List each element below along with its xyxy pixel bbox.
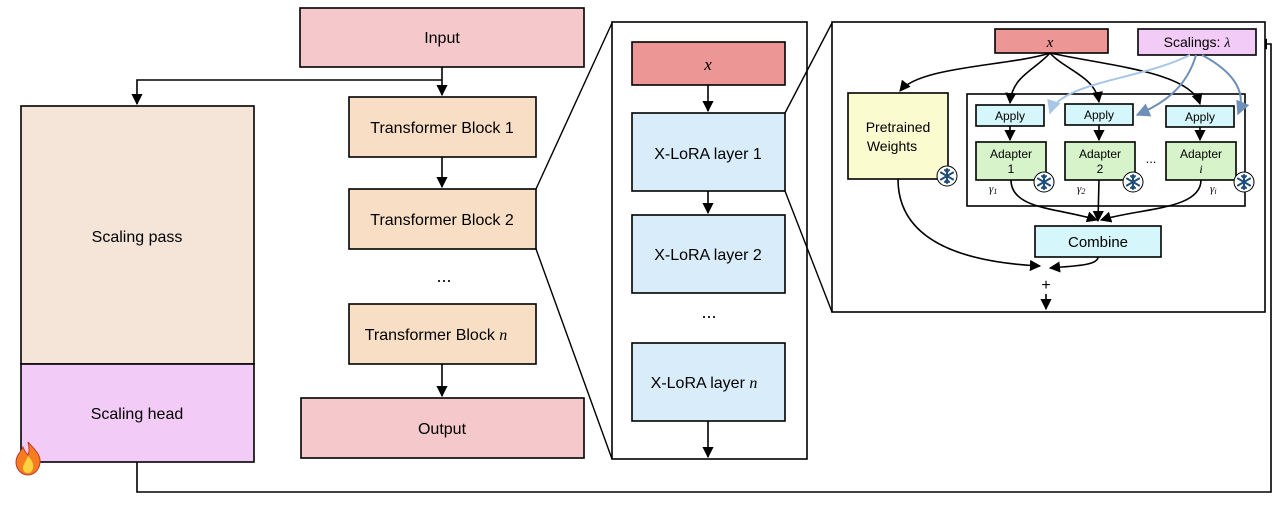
scalings-arrows bbox=[1047, 54, 1250, 117]
snowflake-icon bbox=[1233, 171, 1255, 193]
adapter-num-2: 2 bbox=[1097, 162, 1104, 176]
scaling-pass-label: Scaling pass bbox=[92, 229, 183, 246]
scaling-head-box bbox=[20, 363, 255, 463]
pretrained-weights-box bbox=[847, 92, 949, 180]
adapter-num-i: i bbox=[1199, 162, 1202, 176]
gamma-i-label: γi bbox=[1210, 183, 1217, 196]
input-box bbox=[299, 7, 585, 68]
adapter-label-1: Adapter bbox=[990, 147, 1032, 161]
transformer-block-2 bbox=[348, 188, 537, 250]
xlora-layer-2-label: X-LoRA layer 2 bbox=[654, 247, 762, 264]
layer-x-label: x bbox=[703, 55, 712, 74]
transformer-block-n bbox=[348, 303, 537, 365]
pretrained-weights-line2: Weights bbox=[867, 138, 917, 154]
transformer-block-1 bbox=[348, 96, 537, 158]
transformer-block-n-label: Transformer Block n bbox=[365, 327, 508, 344]
combine-label: Combine bbox=[1068, 234, 1128, 251]
scaling-head-label: Scaling head bbox=[91, 406, 184, 423]
xlora-layer-n-label: X-LoRA layer n bbox=[651, 375, 758, 392]
adapter-ellipsis: ... bbox=[1146, 151, 1157, 166]
apply-label-2: Apply bbox=[1084, 108, 1114, 122]
pretrained-weights-line1: Pretrained bbox=[866, 119, 931, 135]
input-label: Input bbox=[424, 30, 460, 47]
combine-box bbox=[1034, 225, 1162, 258]
zoom-lines-layer bbox=[784, 22, 833, 313]
adapter-box-2 bbox=[1064, 141, 1136, 181]
xlora-layer-1 bbox=[631, 112, 786, 192]
xlora-layer-n bbox=[631, 342, 786, 422]
gamma-1-label: γ1 bbox=[989, 183, 997, 196]
output-box bbox=[300, 397, 585, 459]
output-label: Output bbox=[418, 421, 467, 438]
xlora-layer-1-label: X-LoRA layer 1 bbox=[654, 146, 762, 163]
adapter-label-2: Adapter bbox=[1079, 147, 1121, 161]
transformer-block-1-label: Transformer Block 1 bbox=[370, 120, 514, 137]
scalings-label: Scalings: λ bbox=[1164, 34, 1231, 51]
zoom-lines-block bbox=[535, 22, 613, 460]
adapter-num-1: 1 bbox=[1008, 162, 1015, 176]
model-stack-arrows bbox=[131, 38, 1272, 493]
scalings-box bbox=[1137, 28, 1257, 56]
snowflake-icon bbox=[1122, 171, 1144, 193]
block-ellipsis: ... bbox=[436, 266, 451, 286]
apply-label-i: Apply bbox=[1185, 110, 1215, 124]
transformer-block-2-label: Transformer Block 2 bbox=[370, 212, 514, 229]
fire-icon bbox=[15, 441, 41, 476]
apply-label-1: Apply bbox=[995, 109, 1025, 123]
adapter-label-i: Adapter bbox=[1180, 147, 1222, 161]
adapter-box-i bbox=[1165, 141, 1237, 181]
adapter-box-1 bbox=[975, 141, 1047, 181]
gamma-2-label: γ2 bbox=[1077, 183, 1085, 196]
detail-x-label: x bbox=[1046, 35, 1054, 51]
snowflake-icon bbox=[936, 165, 958, 187]
xlora-layer-2 bbox=[631, 214, 786, 294]
snowflake-icon bbox=[1033, 171, 1055, 193]
detail-x-box bbox=[994, 28, 1109, 54]
layer-ellipsis: ... bbox=[701, 302, 716, 322]
layer-x-box bbox=[631, 41, 786, 86]
plus-sign: + bbox=[1041, 277, 1050, 294]
scaling-pass-box bbox=[20, 105, 255, 365]
